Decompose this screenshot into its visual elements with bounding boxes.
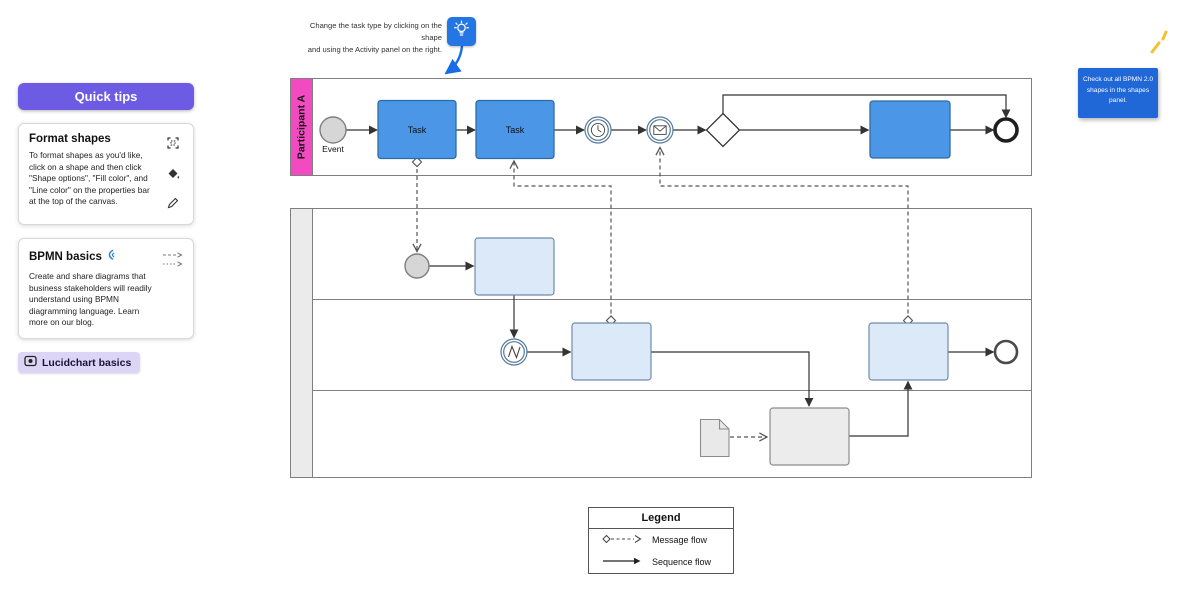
sequence-flow-gateway-bypass[interactable] [722, 94, 1011, 119]
lucidchart-basics-button[interactable]: Lucidchart basics [18, 352, 141, 374]
pool-b-band[interactable] [290, 208, 313, 478]
message-event[interactable] [646, 116, 674, 144]
end-event-b[interactable] [993, 339, 1019, 365]
legend-box[interactable]: Legend Message flow Sequence flow [588, 507, 734, 574]
error-event[interactable] [500, 338, 528, 366]
b-task-3[interactable] [868, 322, 949, 381]
format-shapes-card[interactable]: Format shapes To format shapes as you'd … [18, 123, 194, 225]
canvas-annotation: Change the task type by clicking on the … [296, 20, 442, 55]
legend-title: Legend [589, 508, 733, 529]
clock-icon [590, 122, 606, 138]
format-shapes-body: To format shapes as you'd like, click on… [29, 150, 150, 207]
bpmn-basics-card[interactable]: BPMN basics Create and share diagrams th… [18, 238, 194, 340]
quick-tips-panel: Quick tips Format shapes To format shape… [18, 83, 194, 374]
task-1-label: Task [408, 125, 427, 135]
b-task-2[interactable] [571, 322, 652, 381]
task-1[interactable] [377, 99, 457, 160]
dashed-flow-icons [162, 251, 184, 274]
shape-options-icon [166, 136, 180, 155]
start-event[interactable] [319, 116, 347, 144]
message-flow-btask-task2[interactable] [509, 159, 617, 326]
format-shapes-title: Format shapes [29, 133, 111, 145]
bpmn-basics-body: Create and share diagrams that business … [29, 271, 152, 328]
zigzag-icon [507, 344, 521, 360]
tip-bulb-chip[interactable] [447, 17, 476, 46]
pool-a-title: Participant A [296, 94, 308, 159]
sequence-flow-task-grayrect[interactable] [651, 351, 814, 407]
task-3[interactable] [869, 100, 951, 159]
end-event-a[interactable] [993, 117, 1019, 143]
timer-event[interactable] [584, 116, 612, 144]
document-shape[interactable] [699, 418, 730, 458]
b-task-1[interactable] [474, 237, 555, 296]
sparkle-doodle [1150, 30, 1168, 54]
sequence-flow-label: Sequence flow [652, 557, 712, 567]
start-event-label: Event [322, 144, 344, 154]
b-task-4[interactable] [769, 407, 850, 466]
sequence-flow-glyph [599, 555, 645, 569]
sticky-note[interactable]: Check out all BPMN 2.0 shapes in the sha… [1078, 68, 1158, 118]
envelope-icon [653, 125, 667, 135]
annotation-line-1: Change the task type by clicking on the … [309, 21, 442, 42]
lucidchart-basics-label: Lucidchart basics [42, 356, 132, 369]
blue-scribble-icon [105, 248, 115, 266]
b-start-event[interactable] [404, 253, 430, 279]
fill-color-icon [166, 166, 180, 185]
lucidchart-basics-icon [24, 355, 37, 370]
annotation-line-2: and using the Activity panel on the righ… [307, 44, 442, 54]
line-color-pencil-icon [166, 196, 180, 215]
task-2-label: Task [506, 125, 525, 135]
quick-tips-header[interactable]: Quick tips [18, 83, 194, 110]
lightbulb-icon [452, 20, 471, 44]
message-flow-label: Message flow [652, 535, 708, 545]
curved-arrow [444, 44, 464, 75]
pool-a-band[interactable] [290, 78, 313, 176]
message-flow-glyph [599, 533, 645, 547]
message-flow-btask-messageevent[interactable] [655, 146, 914, 326]
sequence-flow-grayrect-task[interactable] [849, 380, 913, 437]
task-2[interactable] [475, 99, 555, 160]
sticky-note-text: Check out all BPMN 2.0 shapes in the sha… [1083, 76, 1153, 105]
exclusive-gateway[interactable] [705, 112, 741, 148]
bpmn-basics-title: BPMN basics [29, 251, 102, 263]
